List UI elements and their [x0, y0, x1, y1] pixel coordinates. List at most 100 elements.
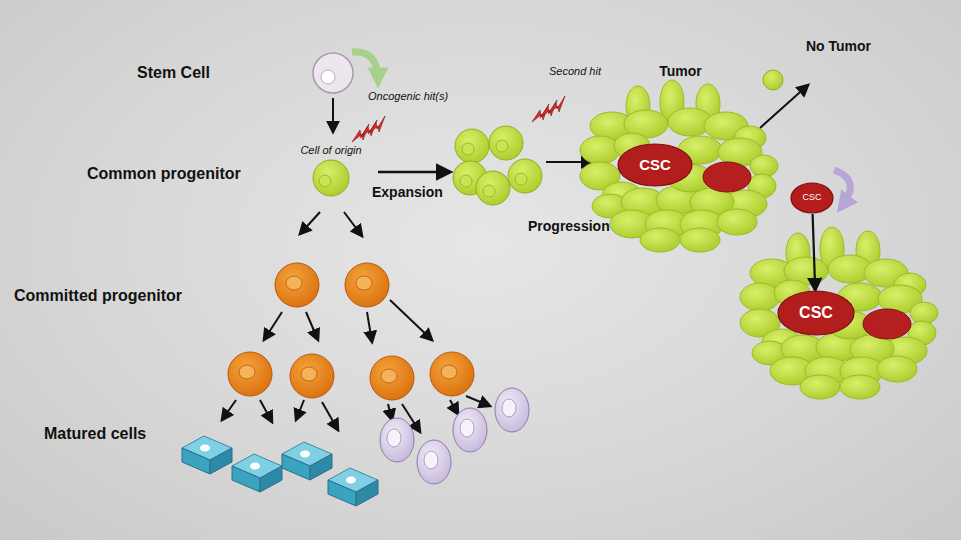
label-text: Oncogenic hit(s): [368, 90, 448, 102]
differentiation-hierarchy: [182, 212, 529, 506]
csc-ellipse: [618, 144, 692, 186]
nucleus: [502, 399, 516, 417]
nucleus: [286, 276, 302, 290]
label-text: Progression: [528, 218, 610, 234]
csc-ellipse: [791, 183, 833, 213]
mature-cell: [417, 440, 451, 484]
arrow: [344, 212, 362, 236]
nucleus: [381, 369, 397, 383]
mature-cell: [356, 480, 378, 506]
arrow: [264, 312, 282, 340]
arrow: [390, 300, 432, 340]
mature-cell: [282, 454, 310, 480]
red-cell: [703, 162, 751, 192]
mature-cell: [182, 448, 210, 474]
single-cell: [763, 70, 783, 90]
orange-cell: [370, 356, 414, 400]
green-cell: [489, 126, 523, 160]
arrow: [306, 312, 318, 340]
arrow: [546, 161, 592, 163]
mature-cell: [310, 454, 332, 480]
tumor-cell: [877, 356, 917, 382]
tumor-cell: [717, 209, 757, 235]
arrow: [466, 396, 490, 406]
orange-cell: [275, 263, 319, 307]
orange-cell: [228, 352, 272, 396]
arrow: [222, 400, 236, 420]
nucleus: [515, 173, 527, 185]
cell-of-origin: Cell of origin: [286, 144, 376, 160]
label-text: Expansion: [372, 184, 443, 200]
arrow: [296, 400, 304, 420]
tumor-cell: [580, 136, 620, 164]
tumor-cell: [740, 283, 780, 311]
nucleus: [441, 365, 457, 379]
mature-cell: [210, 448, 232, 474]
mature-cell: [232, 466, 260, 492]
csc-cell: CSC: [617, 143, 693, 187]
nucleus: [356, 276, 372, 290]
csc-cell: CSC: [790, 182, 834, 214]
nucleus: [462, 143, 474, 155]
node-text: Tumor: [659, 64, 702, 79]
nucleus: [387, 429, 401, 447]
tumor-cell: [800, 375, 840, 399]
csc-ellipse: [778, 291, 854, 335]
node-text: CSC: [802, 193, 821, 203]
label-text: Second hit: [549, 65, 601, 77]
label-text: Stem Cell: [137, 64, 210, 82]
progenitor-cell: [313, 160, 349, 196]
arrow: [760, 85, 808, 128]
nucleus: [200, 445, 210, 452]
nucleus: [424, 451, 438, 469]
csc-cell: CSC: [777, 290, 855, 336]
green-cell: [476, 171, 510, 205]
arrow: [300, 212, 320, 234]
node-text: CSC: [799, 304, 833, 322]
label-text: Matured cells: [44, 425, 146, 443]
connector-arrow: [813, 214, 816, 290]
label-text: No Tumor: [806, 38, 871, 54]
nucleus: [496, 140, 508, 152]
green-cell: [508, 159, 542, 193]
orange-cell: [290, 354, 334, 398]
label-text: Common progenitor: [87, 165, 241, 183]
arrow: [260, 400, 272, 422]
orange-cell: [345, 263, 389, 307]
tumor-cell: [640, 228, 680, 252]
node-text: Cell of origin: [300, 144, 361, 156]
oncogenic-hit: [352, 96, 565, 142]
tumor-cell: [680, 228, 720, 252]
arrow: [322, 402, 338, 430]
green-cell: [455, 129, 489, 163]
mature-cell: [260, 466, 282, 492]
nucleus: [250, 463, 260, 470]
nucleus: [483, 185, 495, 197]
self-renewal-arrow: [352, 52, 378, 80]
arrow: [332, 98, 334, 132]
nucleus: [239, 365, 255, 379]
orange-cell: [430, 352, 474, 396]
arrow: [450, 400, 458, 414]
tumor-cluster: [740, 227, 938, 399]
lightning-bolt: [548, 96, 565, 114]
arrow: [388, 404, 392, 420]
nucleus: [346, 477, 356, 484]
mature-cell: [495, 388, 529, 432]
lightning-bolt: [368, 116, 385, 134]
mature-cell: [453, 408, 487, 452]
mature-cell: [380, 418, 414, 462]
mature-cell: [328, 480, 356, 506]
stem-cell: [313, 53, 353, 93]
self-renewal-arrow: [834, 170, 850, 206]
arrow: [378, 171, 450, 174]
nucleus: [301, 367, 317, 381]
expanded-cells: [453, 126, 542, 205]
tumor: TumorCSC: [588, 64, 773, 249]
nucleus: [460, 175, 472, 187]
tumor-cell: [840, 375, 880, 399]
label-text: Committed progenitor: [14, 287, 182, 305]
nucleus: [460, 419, 474, 437]
red-cell: [863, 309, 911, 339]
nucleus: [300, 451, 310, 458]
